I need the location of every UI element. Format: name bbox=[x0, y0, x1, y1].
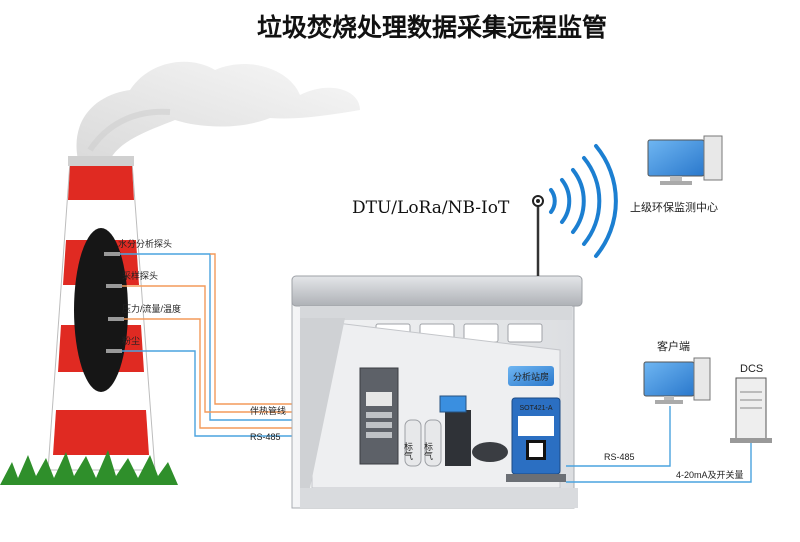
analysis-station: 标气 标气 分析站房 SOT421-A bbox=[291, 275, 583, 509]
station-sign bbox=[508, 366, 554, 386]
sensor-label: 采样探头 bbox=[122, 270, 158, 281]
epa-center-label: 上级环保监测中心 bbox=[630, 200, 718, 214]
computer-icon bbox=[647, 135, 723, 185]
smoke-plume bbox=[76, 61, 361, 160]
chimney bbox=[47, 156, 156, 471]
equipment-rack bbox=[445, 410, 471, 466]
station-window bbox=[507, 323, 543, 343]
line-label-rs485-right: RS-485 bbox=[604, 452, 635, 462]
diagram-title: 垃圾焚烧处理数据采集远程监管 bbox=[257, 13, 607, 42]
probe-sampling bbox=[106, 284, 122, 288]
dcs-label: DCS bbox=[740, 363, 763, 375]
probe-pressure bbox=[108, 317, 124, 321]
server-icon bbox=[730, 377, 772, 443]
gas-cylinder bbox=[404, 419, 422, 467]
station-label: 分析站房 bbox=[513, 371, 549, 382]
signal-lines bbox=[120, 253, 320, 437]
grass bbox=[0, 450, 178, 485]
client-computer-icon bbox=[643, 357, 711, 404]
device-model: SOT421-A bbox=[519, 405, 552, 412]
line-label-heat-trace: 伴热管线 bbox=[250, 405, 286, 416]
probe-dust bbox=[106, 349, 122, 353]
sensor-label: 水分分析探头 bbox=[118, 238, 172, 249]
client-label: 客户端 bbox=[657, 339, 690, 353]
gas-label: 标气 bbox=[423, 441, 433, 460]
sensor-label: 压力/流量/温度 bbox=[122, 303, 181, 314]
gas-label: 标气 bbox=[403, 441, 413, 460]
output-lines bbox=[566, 406, 752, 483]
line-label-analog: 4-20mA及开关量 bbox=[676, 469, 744, 480]
sensor-label: 粉尘 bbox=[122, 335, 140, 346]
gas-cylinder bbox=[424, 419, 442, 467]
line-label-rs485: RS-485 bbox=[250, 432, 281, 442]
antenna bbox=[532, 195, 544, 276]
compressor-tank bbox=[472, 442, 508, 462]
wireless-signal-icon bbox=[549, 144, 618, 258]
comm-protocol-label: DTU/LoRa/NB-IoT bbox=[352, 198, 510, 218]
probe-moisture bbox=[104, 252, 120, 256]
